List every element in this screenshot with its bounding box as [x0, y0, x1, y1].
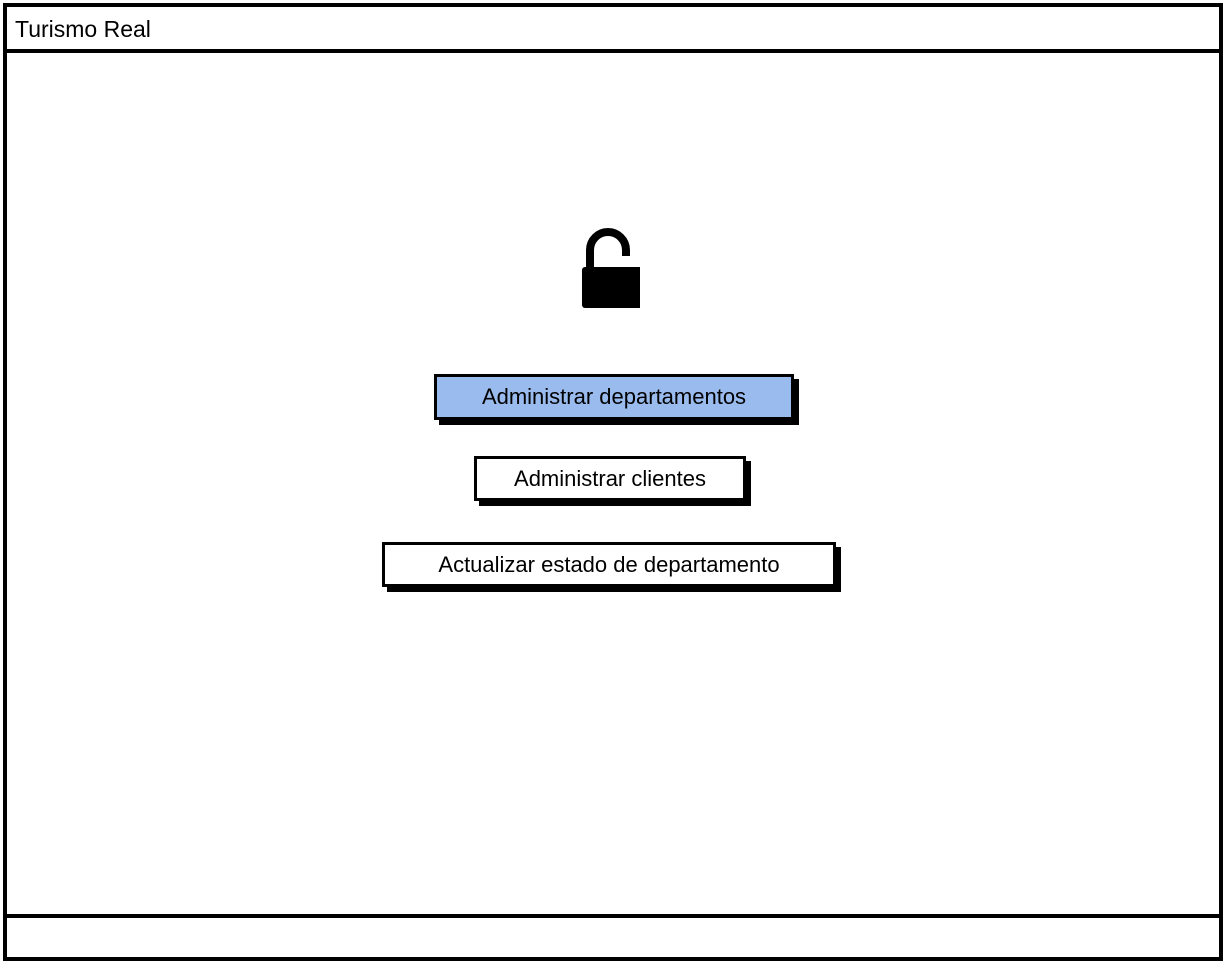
- title-bar: Turismo Real: [7, 7, 1219, 53]
- manage-clients-button[interactable]: Administrar clientes: [474, 456, 746, 501]
- unlock-icon: [582, 228, 640, 308]
- status-bar: [7, 914, 1219, 957]
- manage-departments-button[interactable]: Administrar departamentos: [434, 374, 794, 420]
- window-title: Turismo Real: [15, 16, 151, 42]
- update-department-status-button[interactable]: Actualizar estado de departamento: [382, 542, 836, 587]
